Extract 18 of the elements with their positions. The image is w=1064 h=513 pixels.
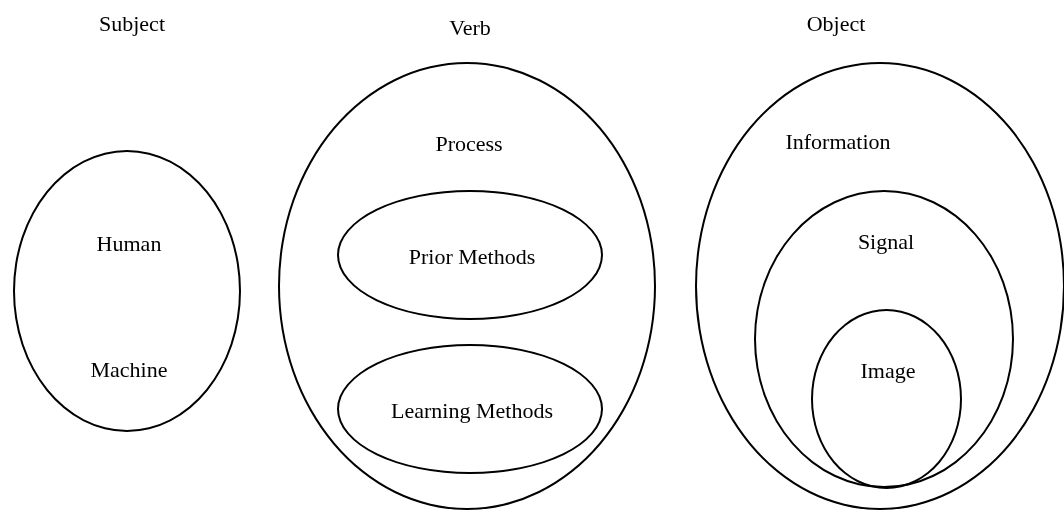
- category-label: Learning Methods: [391, 398, 553, 424]
- oval-region: [337, 344, 603, 474]
- category-label: Image: [860, 358, 916, 384]
- category-label: Information: [785, 129, 891, 155]
- column-heading: Subject: [99, 11, 165, 37]
- oval-region: [13, 150, 241, 432]
- oval-region: [695, 62, 1064, 510]
- category-label: Prior Methods: [408, 244, 536, 270]
- category-label: Human: [96, 231, 162, 257]
- column-heading: Object: [806, 11, 866, 37]
- column-heading: Verb: [449, 15, 491, 41]
- category-label: Process: [435, 131, 503, 157]
- oval-region: [754, 190, 1014, 488]
- oval-region: [337, 190, 603, 320]
- category-label: Signal: [857, 229, 915, 255]
- oval-region: [811, 309, 962, 489]
- oval-region: [278, 62, 656, 510]
- category-label: Machine: [90, 357, 168, 383]
